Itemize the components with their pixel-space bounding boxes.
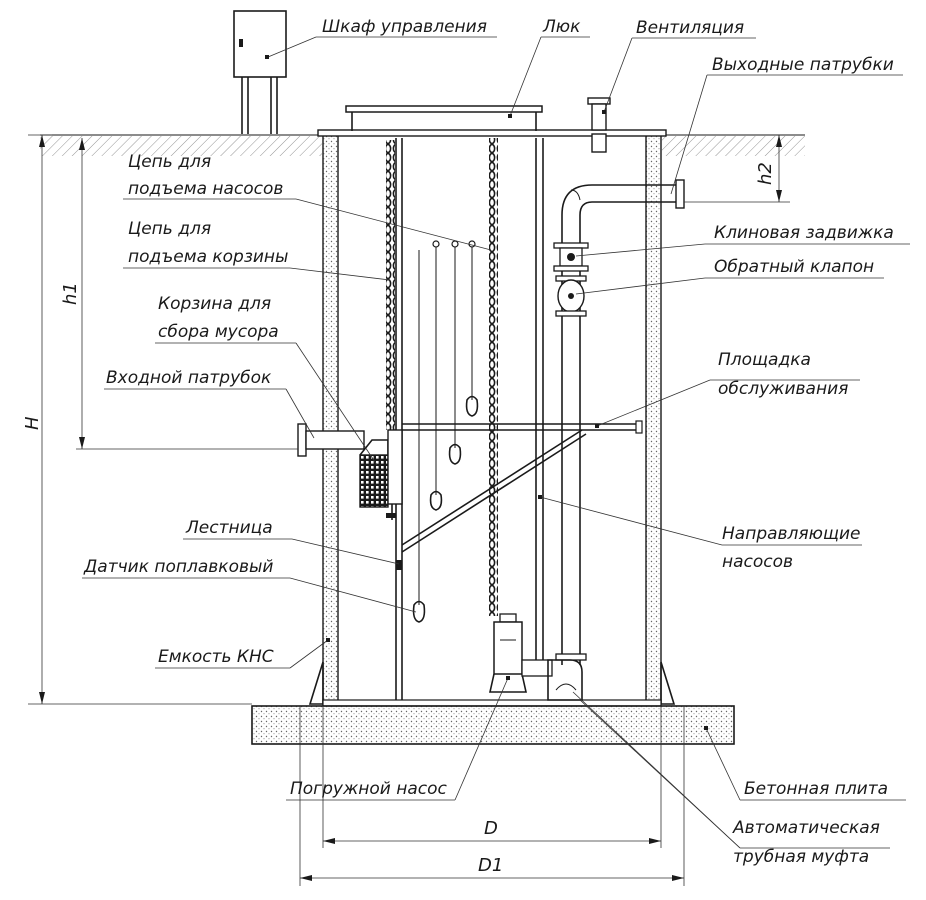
label-pump-chain-2: подъема насосов xyxy=(128,179,283,199)
label-basket-2: сбора мусора xyxy=(158,322,279,342)
tank-walls xyxy=(308,129,676,707)
service-platform xyxy=(401,420,643,553)
callout-labels: Шкаф управления Люк Вентиляция Выходные … xyxy=(83,17,894,867)
dim-D: D xyxy=(484,818,498,839)
leader-lines xyxy=(82,36,910,849)
trash-basket xyxy=(359,429,403,520)
dim-h1: h1 xyxy=(60,282,81,305)
discharge-pipe xyxy=(553,179,685,665)
label-pump-chain-1: Цепь для xyxy=(128,152,211,172)
dimension-lines xyxy=(28,134,790,886)
label-wedge-valve: Клиновая задвижка xyxy=(714,223,894,243)
label-coupling-1: Автоматическая xyxy=(732,818,880,838)
ground xyxy=(40,134,805,156)
label-control-cabinet: Шкаф управления xyxy=(322,17,487,37)
label-basket-chain-1: Цепь для xyxy=(128,219,211,239)
pump-guides xyxy=(535,138,544,672)
label-ventilation: Вентиляция xyxy=(636,18,744,38)
inlet-pipe xyxy=(297,423,365,457)
label-check-valve: Обратный клапон xyxy=(714,257,874,277)
label-tank: Емкость КНС xyxy=(158,647,274,667)
label-coupling-2: трубная муфта xyxy=(733,847,869,867)
label-concrete-slab: Бетонная плита xyxy=(744,779,888,799)
label-hatch: Люк xyxy=(542,17,581,37)
pump-chain xyxy=(489,138,498,616)
ventilation-pipe xyxy=(587,97,611,153)
label-ladder: Лестница xyxy=(185,518,273,538)
label-submersible-pump: Погружной насос xyxy=(290,779,448,799)
submersible-pump xyxy=(489,613,583,701)
ladder xyxy=(395,138,403,700)
label-basket-1: Корзина для xyxy=(158,294,271,314)
control-cabinet xyxy=(233,10,287,134)
label-platform-2: обслуживания xyxy=(718,379,848,399)
hatch-lid xyxy=(345,105,543,131)
float-sensors xyxy=(412,240,479,623)
dim-h2: h2 xyxy=(755,162,776,185)
basket-chain xyxy=(386,140,395,430)
label-outlet-pipes: Выходные патрубки xyxy=(712,55,894,75)
label-guides-2: насосов xyxy=(722,552,793,572)
dim-D1: D1 xyxy=(478,855,503,876)
label-inlet-pipe: Входной патрубок xyxy=(106,368,272,388)
label-float-sensor: Датчик поплавковый xyxy=(83,557,273,577)
dim-H: H xyxy=(22,416,43,430)
dimension-labels: H h1 h2 D D1 xyxy=(22,162,776,876)
label-basket-chain-2: подъема корзины xyxy=(128,247,288,267)
label-guides-1: Направляющие xyxy=(722,524,860,544)
label-platform-1: Площадка xyxy=(718,350,811,370)
